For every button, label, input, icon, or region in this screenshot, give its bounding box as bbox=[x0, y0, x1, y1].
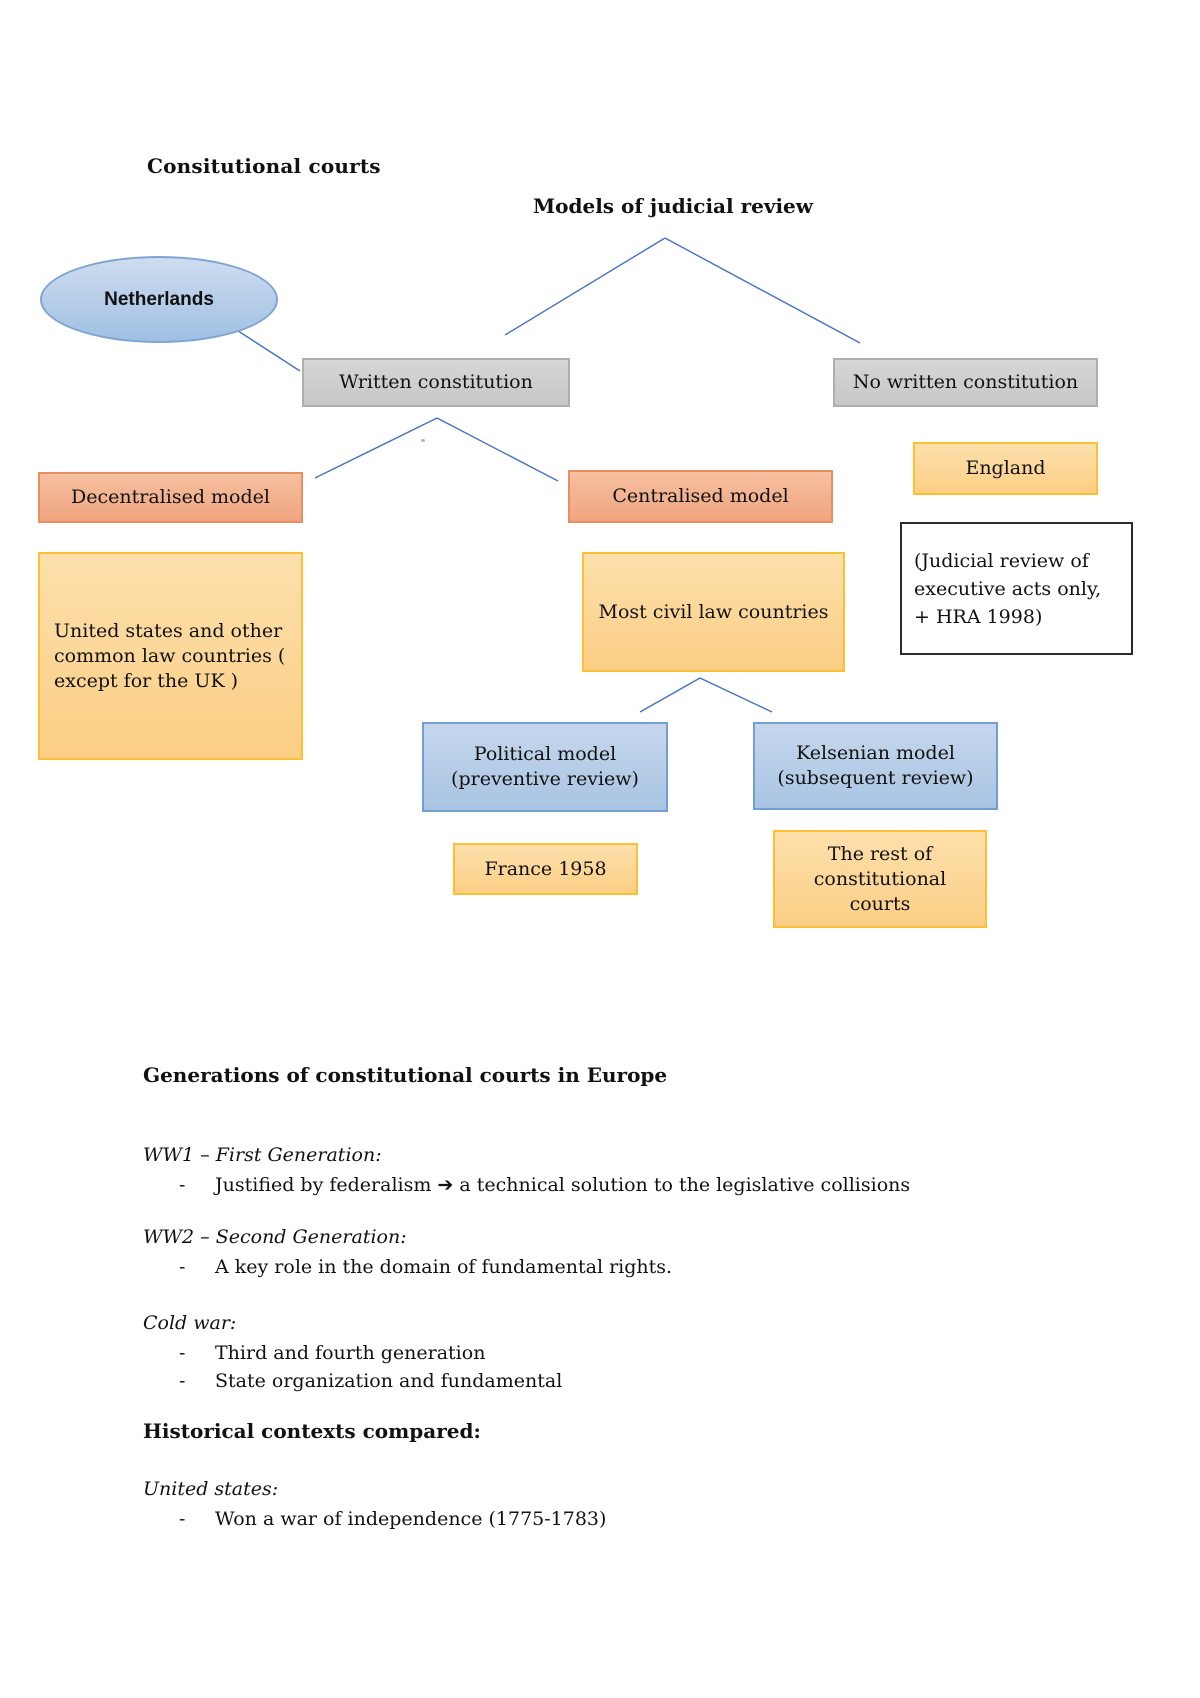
bullet-dash: - bbox=[179, 1342, 186, 1364]
node-kelsenian-model: Kelsenian model (subsequent review) bbox=[753, 722, 998, 810]
node-civil-law-countries-label: Most civil law countries bbox=[598, 600, 829, 623]
bullet-text: Third and fourth generation bbox=[215, 1342, 486, 1364]
line-models-to-nowritten bbox=[664, 237, 861, 344]
bullet-dash: - bbox=[179, 1256, 186, 1278]
node-written-constitution: Written constitution bbox=[302, 358, 570, 407]
line-civil-to-political bbox=[639, 677, 701, 713]
line-civil-to-kelsenian bbox=[699, 677, 773, 713]
node-no-written-constitution: No written constitution bbox=[833, 358, 1098, 407]
node-civil-law-countries: Most civil law countries bbox=[582, 552, 845, 672]
node-political-model-label: Political model (preventive review) bbox=[451, 743, 639, 790]
node-centralised-model-label: Centralised model bbox=[612, 485, 789, 507]
stray-mark bbox=[421, 439, 425, 442]
node-england-label: England bbox=[965, 457, 1046, 479]
bullet-item: - Third and fourth generation bbox=[143, 1340, 1063, 1366]
node-decentralised-model: Decentralised model bbox=[38, 472, 303, 523]
node-rest-of-courts: The rest of constitutional courts bbox=[773, 830, 987, 928]
node-france-1958: France 1958 bbox=[453, 843, 638, 895]
node-decentralised-model-label: Decentralised model bbox=[71, 486, 270, 508]
line-models-to-written bbox=[504, 237, 666, 336]
node-netherlands-label: Netherlands bbox=[104, 289, 214, 310]
bullet-text: State organization and fundamental bbox=[215, 1370, 563, 1392]
diagram-title: Models of judicial review bbox=[533, 194, 813, 218]
line-written-to-decentralised bbox=[314, 417, 438, 479]
node-rest-of-courts-label: The rest of constitutional courts bbox=[813, 842, 947, 915]
bullet-dash: - bbox=[179, 1370, 186, 1392]
bullet-item: - Justified by federalism ➔ a technical … bbox=[143, 1172, 1063, 1198]
bullet-item: - State organization and fundamental bbox=[143, 1368, 1063, 1394]
node-judicial-review-note-label: (Judicial review of executive acts only,… bbox=[914, 549, 1102, 628]
bullet-dash: - bbox=[179, 1174, 186, 1196]
node-us-common-law-label: United states and other common law count… bbox=[54, 619, 286, 692]
node-france-1958-label: France 1958 bbox=[484, 857, 607, 880]
generations-heading: Generations of constitutional courts in … bbox=[143, 1063, 668, 1087]
node-no-written-constitution-label: No written constitution bbox=[852, 371, 1079, 393]
bullet-item: - A key role in the domain of fundamenta… bbox=[143, 1254, 1063, 1280]
notes-section: Generations of constitutional courts in … bbox=[143, 1062, 1063, 1532]
line-netherlands-to-written bbox=[231, 326, 301, 372]
bullet-text: Justified by federalism ➔ a technical so… bbox=[215, 1174, 911, 1196]
page-title: Consitutional courts bbox=[147, 154, 381, 178]
line-written-to-centralised bbox=[436, 417, 559, 482]
section-heading-ww2: WW2 – Second Generation: bbox=[143, 1226, 407, 1248]
historical-contexts-heading: Historical contexts compared: bbox=[143, 1419, 481, 1443]
node-kelsenian-model-label: Kelsenian model (subsequent review) bbox=[777, 742, 974, 789]
node-netherlands: Netherlands bbox=[40, 256, 278, 343]
node-us-common-law: United states and other common law count… bbox=[38, 552, 303, 760]
node-political-model: Political model (preventive review) bbox=[422, 722, 668, 812]
bullet-text: Won a war of independence (1775-1783) bbox=[215, 1508, 607, 1530]
node-centralised-model: Centralised model bbox=[568, 470, 833, 523]
node-england: England bbox=[913, 442, 1098, 495]
bullet-text: A key role in the domain of fundamental … bbox=[215, 1256, 673, 1278]
node-written-constitution-label: Written constitution bbox=[339, 371, 533, 393]
section-heading-cold-war: Cold war: bbox=[143, 1312, 237, 1334]
section-heading-ww1: WW1 – First Generation: bbox=[143, 1144, 382, 1166]
section-heading-united-states: United states: bbox=[143, 1478, 279, 1500]
node-judicial-review-note: (Judicial review of executive acts only,… bbox=[900, 522, 1133, 655]
bullet-dash: - bbox=[179, 1508, 186, 1530]
bullet-item: - Won a war of independence (1775-1783) bbox=[143, 1506, 1063, 1532]
